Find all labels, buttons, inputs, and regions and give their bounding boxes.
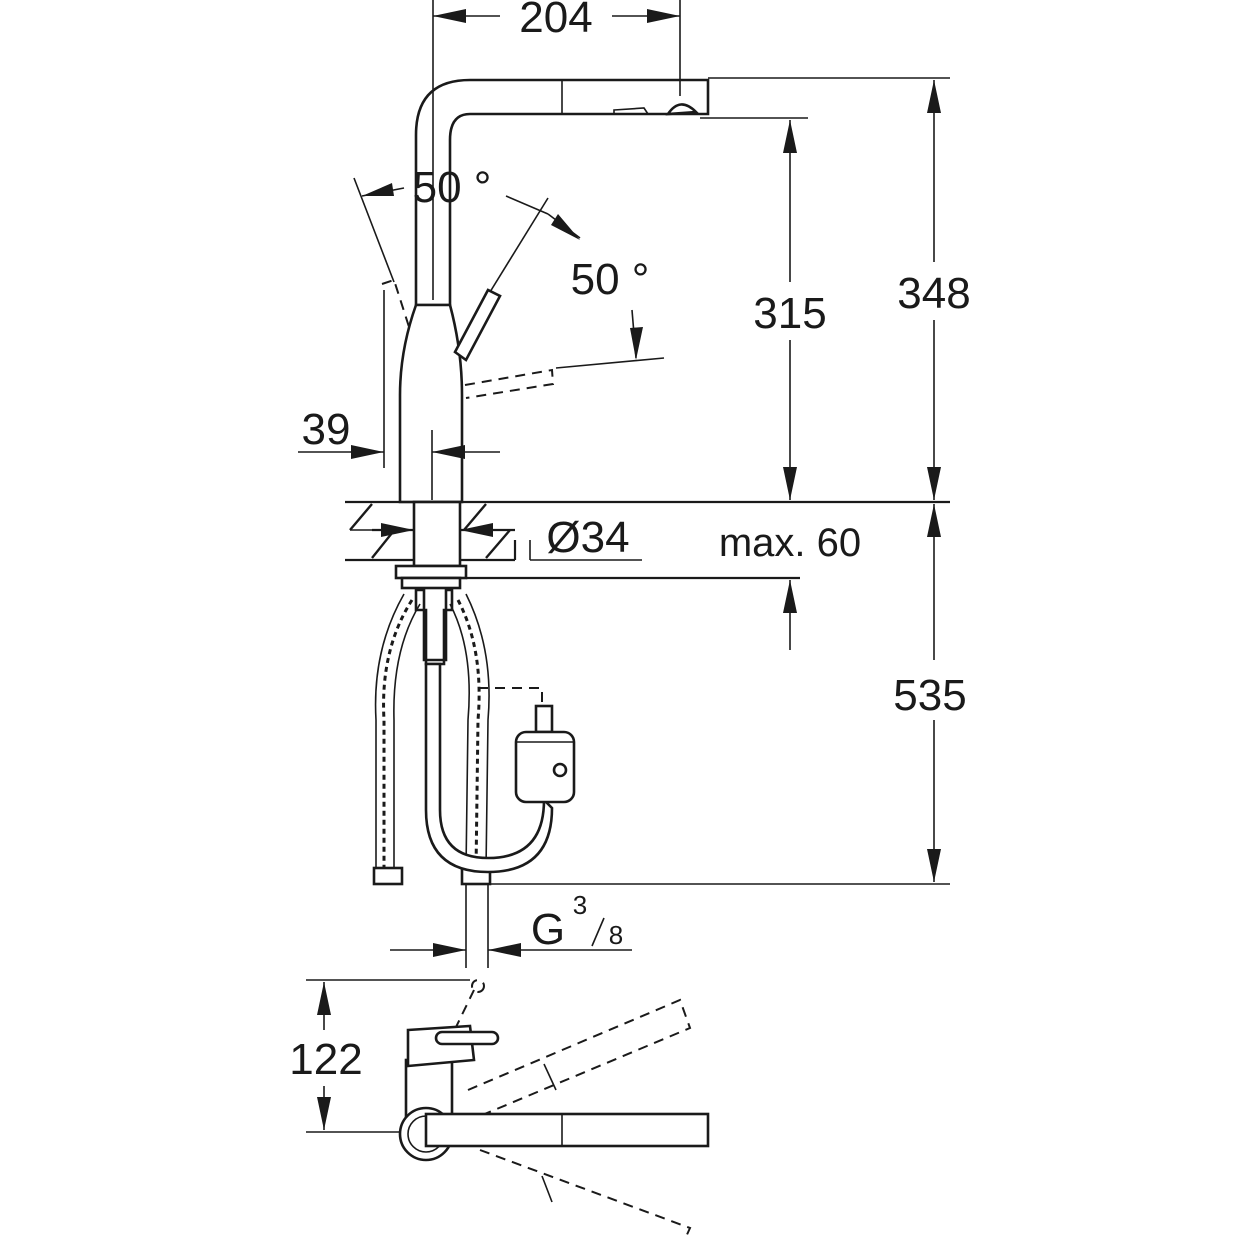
dim-plan-depth: 122	[289, 979, 470, 1133]
dim-mounting-hole: Ø34	[350, 513, 642, 562]
supply-hoses	[372, 588, 576, 886]
dim-label-thread-num: 3	[573, 890, 587, 920]
spout-tube	[414, 78, 710, 307]
dim-label-thread-den: 8	[609, 920, 623, 950]
dim-hose-length: 535	[490, 504, 967, 885]
dim-label-39: 39	[302, 405, 351, 454]
dim-label-hole: Ø34	[546, 513, 629, 562]
faucet-plan-view	[398, 979, 710, 1240]
dim-label-thread-g: G	[531, 905, 565, 954]
angle-label-left: 50 °	[413, 163, 492, 212]
dim-deck-thickness: max. 60	[719, 521, 861, 650]
dim-connection-thread: G 3 8	[390, 884, 632, 968]
dim-spout-reach: 204	[432, 0, 681, 300]
dim-spout-height: 315	[700, 117, 827, 500]
dim-lever-offset: 39	[298, 290, 500, 468]
faucet-body	[398, 303, 464, 504]
dim-label-deck: max. 60	[719, 521, 861, 565]
dim-label-204: 204	[519, 0, 592, 42]
deck-section	[345, 500, 950, 590]
dim-label-535: 535	[893, 671, 966, 720]
dim-lever-angles: 50 ° 50 °	[353, 163, 665, 369]
lever-handle	[453, 288, 502, 362]
dim-total-height: 348	[708, 77, 971, 500]
dim-label-122: 122	[289, 1035, 362, 1084]
faucet-side-view	[381, 78, 710, 504]
dim-label-315: 315	[753, 289, 826, 338]
dim-label-348: 348	[897, 269, 970, 318]
angle-label-right: 50 °	[571, 255, 650, 304]
